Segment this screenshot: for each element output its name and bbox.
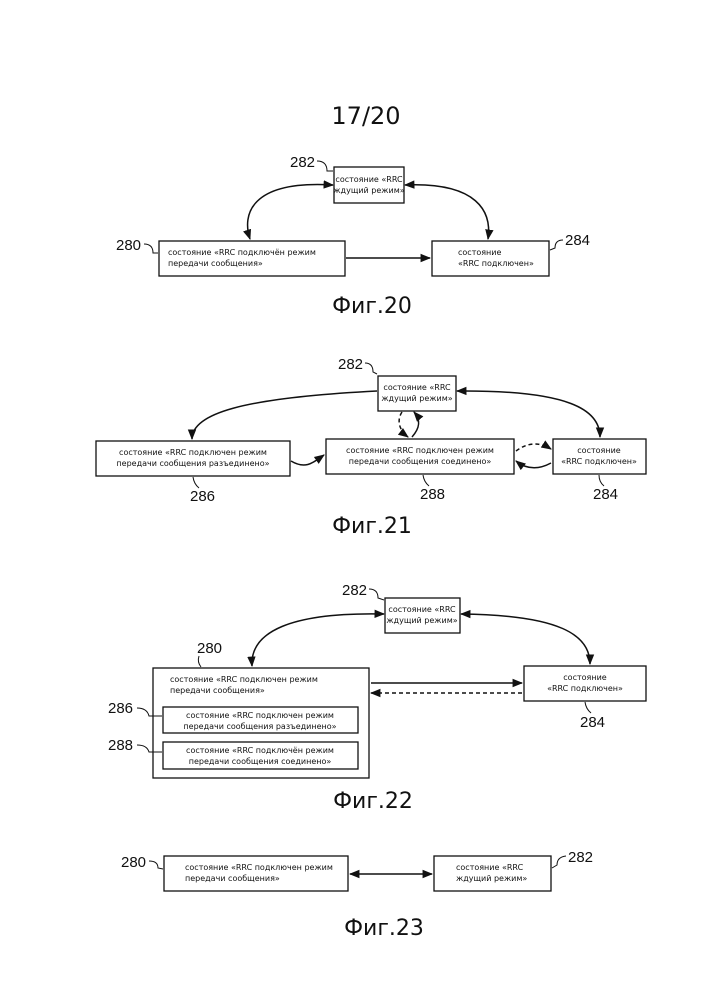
fig21-arrow-msgconn-idle [412, 412, 419, 437]
fig21-msg-connected-leader [423, 475, 429, 486]
fig21-arrow-msgconn-connected-dashed [516, 444, 551, 451]
fig22-disconnected-ref: 286 [108, 700, 133, 717]
fig21-arrow-idle-msgconn-dashed [399, 412, 408, 437]
figure-20: состояние «RRC ждущий режим» 282 состоян… [116, 154, 590, 319]
fig22-arrow-idle-connected [461, 614, 590, 664]
fig20-idle-line2: ждущий режим» [333, 186, 404, 195]
fig20-connected-leader [550, 240, 563, 250]
fig21-arrow-connected-msgconn [516, 461, 551, 468]
fig22-idle-line1: состояние «RRC [388, 605, 456, 614]
fig22-msg-mode-line2: передачи сообщения» [170, 686, 265, 695]
fig22-idle-ref: 282 [342, 582, 367, 599]
fig22-connected-line2: «RRC подключен» [547, 684, 623, 693]
fig23-msg-mode-line1: состояние «RRC подключен режим [185, 863, 333, 872]
fig20-idle-line1: состояние «RRC [335, 175, 403, 184]
fig20-connected-line2: «RRC подключен» [458, 259, 534, 268]
fig22-msg-mode-leader [198, 656, 201, 667]
fig21-disconnected-line2: передачи сообщения разъединено» [116, 459, 269, 468]
fig20-connected-ref: 284 [565, 232, 590, 249]
fig23-idle-line1: состояние «RRC [456, 863, 524, 872]
fig22-msg-connected-line2: передачи сообщения соединено» [189, 757, 332, 766]
fig21-arrow-idle-disconnected [192, 391, 377, 439]
fig23-msg-mode-line2: передачи сообщения» [185, 874, 280, 883]
fig21-arrow-disconnected-msgconn [291, 455, 324, 465]
fig20-msg-mode-line1: состояние «RRC подключён режим [168, 248, 316, 257]
fig20-idle-box [334, 167, 404, 203]
fig21-msg-connected-line1: состояние «RRC подключен режим [346, 446, 494, 455]
page-number: 17/20 [331, 102, 400, 130]
fig22-connected-leader [585, 702, 591, 713]
fig21-disconnected-line1: состояние «RRC подключен режим [119, 448, 267, 457]
fig22-caption: Фиг.22 [333, 789, 413, 814]
fig20-idle-leader [317, 161, 333, 171]
fig21-idle-leader [365, 363, 377, 374]
fig20-arrow-idle-connected [405, 185, 489, 239]
fig22-msg-mode-ref: 280 [197, 640, 222, 657]
fig21-caption: Фиг.21 [332, 514, 412, 539]
fig22-arrow-idle-msg [252, 614, 384, 666]
fig21-disconnected-ref: 286 [190, 488, 215, 505]
fig22-connected-ref: 284 [580, 714, 605, 731]
fig22-msg-connected-ref: 288 [108, 737, 133, 754]
fig21-connected-leader [599, 475, 604, 486]
fig23-idle-leader [552, 856, 566, 868]
fig23-msg-mode-leader [149, 861, 163, 869]
fig22-msg-connected-line1: состояние «RRC подключён режим [186, 746, 334, 755]
fig21-idle-ref: 282 [338, 356, 363, 373]
fig22-disconnected-line1: состояние «RRC подключен режим [186, 711, 334, 720]
fig21-connected-line2: «RRC подключен» [561, 457, 637, 466]
fig23-caption: Фиг.23 [344, 916, 424, 941]
fig21-msg-connected-line2: передачи сообщения соединено» [349, 457, 492, 466]
figure-21: состояние «RRC ждущий режим» 282 состоян… [96, 356, 646, 539]
fig21-connected-ref: 284 [593, 486, 618, 503]
fig20-idle-ref: 282 [290, 154, 315, 171]
figure-23: состояние «RRC подключен режим передачи … [121, 849, 593, 941]
fig20-caption: Фиг.20 [332, 294, 412, 319]
fig23-msg-mode-ref: 280 [121, 854, 146, 871]
fig20-msg-mode-ref: 280 [116, 237, 141, 254]
fig20-connected-line1: состояние [458, 248, 501, 257]
fig23-idle-line2: ждущий режим» [456, 874, 527, 883]
fig21-connected-line1: состояние [577, 446, 620, 455]
fig20-arrow-idle-msg [248, 185, 333, 239]
fig21-idle-line1: состояние «RRC [383, 383, 451, 392]
fig21-msg-connected-ref: 288 [420, 486, 445, 503]
fig21-idle-line2: ждущий режим» [381, 394, 452, 403]
fig22-disconnected-line2: передачи сообщения разъединено» [183, 722, 336, 731]
fig20-msg-mode-line2: передачи сообщения» [168, 259, 263, 268]
fig22-idle-line2: ждущий режим» [386, 616, 457, 625]
fig23-idle-ref: 282 [568, 849, 593, 866]
figure-22: состояние «RRC ждущий режим» 282 состоян… [108, 582, 646, 814]
fig21-disconnected-leader [193, 477, 199, 488]
fig20-msg-mode-leader [144, 244, 158, 253]
fig22-msg-mode-line1: состояние «RRC подключен режим [170, 675, 318, 684]
fig21-arrow-idle-connected [457, 391, 600, 437]
fig22-connected-line1: состояние [563, 673, 606, 682]
fig22-idle-leader [369, 589, 384, 600]
